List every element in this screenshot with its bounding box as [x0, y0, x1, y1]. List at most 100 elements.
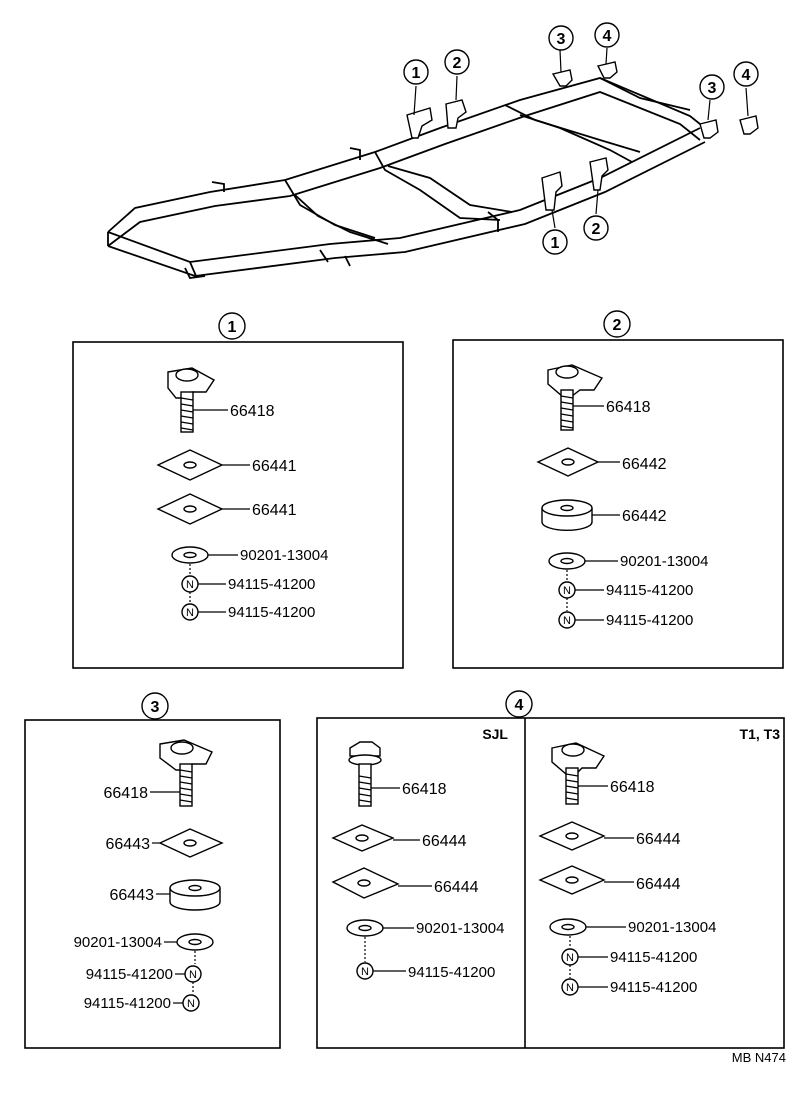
- svg-text:1: 1: [412, 65, 421, 82]
- panel-4-t1t3-part-shim-1: 66444: [636, 831, 681, 848]
- shim-plate-icon: [538, 821, 606, 851]
- panel-1-part-shim-2: 66441: [252, 502, 297, 519]
- chassis-frame-drawing: [107, 77, 706, 279]
- callout-leader-lines: [413, 47, 749, 229]
- panel-4-sjl-part-bolt: 66418: [402, 781, 447, 798]
- panel-1-box: [72, 341, 404, 669]
- shim-plate-icon: [331, 824, 395, 852]
- panel-3-part-bolt: 66418: [104, 785, 149, 802]
- panel-4-t1t3-part-nut-2: 94115-41200: [610, 979, 697, 996]
- panel-2-part-nut-2: 94115-41200: [606, 612, 693, 629]
- panel-4: 4 SJL 66418 66444 66444 90201-: [316, 690, 785, 1049]
- panel-4-t1t3-part-washer: 90201-13004: [628, 919, 716, 936]
- svg-text:3: 3: [708, 80, 717, 97]
- shim-plate-icon: [156, 493, 224, 525]
- panel-3-title-circle: [141, 692, 169, 720]
- panel-1-title-circle: [218, 312, 246, 340]
- svg-text:N: N: [563, 615, 571, 627]
- panel-2-box: [452, 339, 784, 669]
- panel-1-part-nut-1: 94115-41200: [228, 576, 315, 593]
- shim-plate-icon: [331, 867, 400, 899]
- frame-mount-brackets: [406, 61, 759, 211]
- shim-plate-icon: [158, 828, 224, 858]
- panel-4-sjl-part-nut: 94115-41200: [408, 964, 495, 981]
- figure-code: MB N474: [732, 1050, 786, 1065]
- panel-4-variant-t1-t3: T1, T3: [740, 726, 781, 742]
- panel-4-box: [316, 717, 785, 1049]
- panel-2: 2 66418 66442 66442 90201-13004: [452, 310, 784, 669]
- panel-2-title: 2: [613, 317, 622, 334]
- panel-2-part-washer: 90201-13004: [620, 553, 708, 570]
- callout-3-rear: 3: [699, 74, 725, 100]
- nut-icon: N: [561, 978, 579, 996]
- callout-1-upper: 1: [403, 59, 429, 85]
- nut-icon: N: [356, 962, 374, 980]
- callout-4-upper: 4: [594, 22, 620, 48]
- washer-icon: [549, 918, 587, 936]
- panel-4-sjl-part-shim-1: 66444: [422, 833, 467, 850]
- panel-3-part-nut-2: 94115-41200: [84, 995, 171, 1012]
- panel-4-t1t3-part-nut-1: 94115-41200: [610, 949, 697, 966]
- panel-3-part-cushion: 66443: [110, 887, 155, 904]
- shim-plate-icon: [156, 449, 224, 481]
- panel-2-part-nut-1: 94115-41200: [606, 582, 693, 599]
- panel-3: 3 66418 66443 66443 90201-13004: [24, 692, 281, 1049]
- nut-icon: N: [561, 948, 579, 966]
- body-mount-bolt-icon: [167, 367, 216, 433]
- callout-2-lower: 2: [583, 215, 609, 241]
- nut-icon: N: [181, 575, 199, 593]
- nut-icon: N: [181, 603, 199, 621]
- svg-text:4: 4: [603, 28, 612, 45]
- panel-3-part-nut-1: 94115-41200: [86, 966, 173, 983]
- washer-icon: [176, 933, 214, 951]
- panel-4-sjl-part-washer: 90201-13004: [416, 920, 504, 937]
- svg-text:3: 3: [557, 31, 566, 48]
- body-mount-bolt-icon: [551, 742, 606, 805]
- panel-1: 1 66418 66441 66441 90201-13004: [72, 312, 404, 669]
- shim-plate-icon: [536, 447, 600, 477]
- svg-text:2: 2: [453, 55, 462, 72]
- panel-2-part-cushion: 66442: [622, 508, 667, 525]
- nut-icon: N: [184, 965, 202, 983]
- shim-plate-icon: [538, 865, 606, 895]
- panel-4-sjl-part-shim-2: 66444: [434, 879, 479, 896]
- svg-text:N: N: [189, 969, 197, 981]
- panel-3-part-washer: 90201-13004: [74, 934, 162, 951]
- callout-1-lower: 1: [542, 229, 568, 255]
- panel-2-part-bolt: 66418: [606, 399, 651, 416]
- callout-3-upper: 3: [548, 25, 574, 51]
- panel-4-t1t3-part-shim-2: 66444: [636, 876, 681, 893]
- svg-text:N: N: [186, 607, 194, 619]
- callout-2-upper: 2: [444, 49, 470, 75]
- nut-icon: N: [182, 994, 200, 1012]
- svg-text:4: 4: [742, 67, 751, 84]
- hex-head-bolt-icon: [348, 741, 382, 807]
- panel-3-title: 3: [151, 699, 160, 716]
- panel-2-title-circle: [603, 310, 631, 338]
- svg-text:N: N: [186, 579, 194, 591]
- svg-text:N: N: [361, 966, 369, 978]
- panel-1-part-shim-1: 66441: [252, 458, 297, 475]
- body-mount-bolt-icon: [547, 364, 604, 431]
- panel-1-part-washer: 90201-13004: [240, 547, 328, 564]
- panel-1-part-nut-2: 94115-41200: [228, 604, 315, 621]
- washer-icon: [548, 552, 586, 570]
- rubber-cushion-icon: [169, 879, 221, 911]
- panel-2-part-shim: 66442: [622, 456, 667, 473]
- svg-text:N: N: [187, 998, 195, 1010]
- svg-text:N: N: [566, 982, 574, 994]
- panel-4-title-circle: [505, 690, 533, 718]
- svg-text:N: N: [566, 952, 574, 964]
- panel-3-part-shim: 66443: [106, 836, 151, 853]
- panel-1-title: 1: [228, 319, 237, 336]
- nut-icon: N: [558, 611, 576, 629]
- panel-4-variant-sjl: SJL: [482, 726, 508, 742]
- svg-text:1: 1: [551, 235, 560, 252]
- callout-4-rear: 4: [733, 61, 759, 87]
- svg-text:2: 2: [592, 221, 601, 238]
- svg-text:N: N: [563, 585, 571, 597]
- panel-4-title: 4: [515, 697, 524, 714]
- panel-4-t1t3-part-bolt: 66418: [610, 779, 655, 796]
- body-mount-bolt-icon: [159, 739, 213, 807]
